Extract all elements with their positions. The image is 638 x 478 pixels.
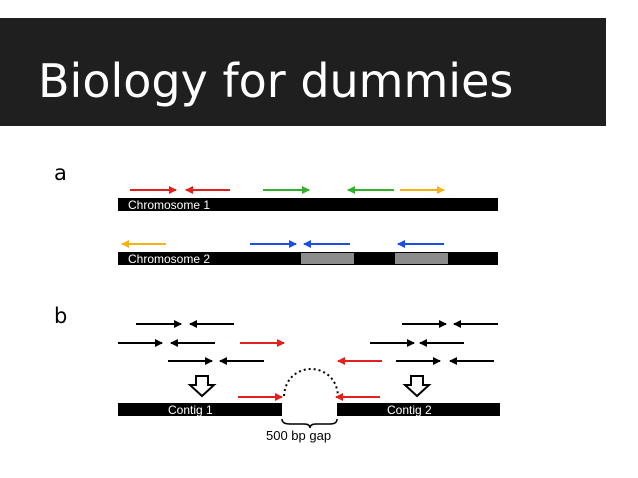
panel-b: Contig 1 Contig 2 500 bp gap [118,320,500,443]
gap-span-arc [283,368,339,397]
gap-size-label: 500 bp gap [266,428,331,443]
chromosome-1-bar [118,198,498,211]
assembly-down-arrow-icon [402,375,432,398]
assembly-down-arrow-icon [187,375,217,398]
slide-title: Biology for dummies [38,54,514,108]
panel-b-label: b [54,304,68,328]
contig-2-bar [337,403,500,416]
chromosome-2-label: Chromosome 2 [128,252,210,266]
repeat-region [395,253,448,264]
gap-brace [281,418,338,429]
contig-1-bar [118,403,282,416]
contig-1-label: Contig 1 [168,403,213,417]
repeat-region [301,253,354,264]
panel-a: Chromosome 1 Chromosome 2 [118,186,498,266]
title-bar [0,18,606,126]
panel-a-label: a [54,161,67,185]
contig-2-label: Contig 2 [387,403,432,417]
chromosome-1-label: Chromosome 1 [128,198,210,212]
